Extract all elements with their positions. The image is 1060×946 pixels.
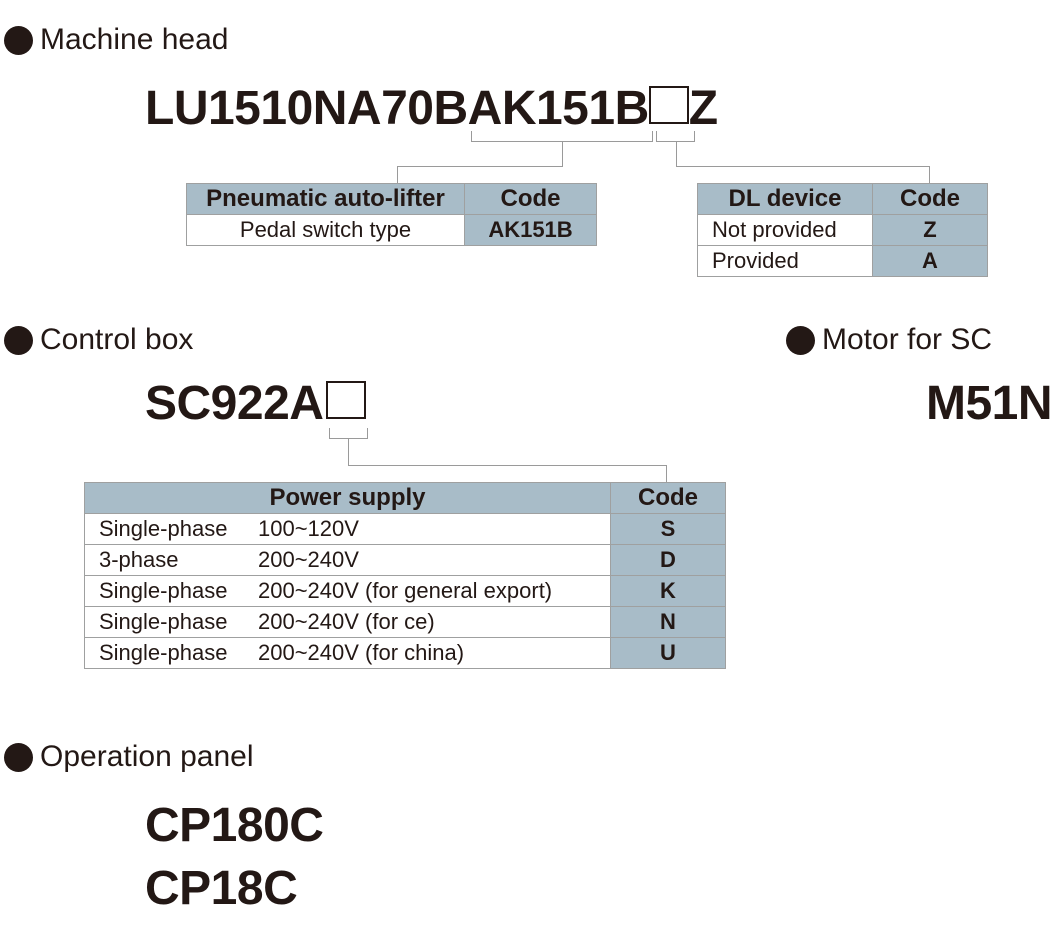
motor-heading-text: Motor for SC xyxy=(822,323,993,356)
dl-option-placeholder-box xyxy=(648,86,689,124)
machine-head-model: LU1510NA70BAK151B Z xyxy=(145,85,718,133)
dl-connector-down xyxy=(676,141,677,166)
dl-table-header-code: Code xyxy=(872,183,988,215)
power-row-label: Single-phase 100~120V xyxy=(84,513,611,545)
table-header-row: DL device Code xyxy=(697,183,988,215)
table-row: Single-phase 200~240V (for general export… xyxy=(84,575,726,607)
machine-head-model-segment: AK151B xyxy=(467,82,650,135)
motor-model: M51N xyxy=(926,377,1053,430)
dl-table: DL device Code Not provided Z Provided A xyxy=(697,183,988,277)
lifter-connector-horizontal xyxy=(397,166,563,167)
power-row-phase: Single-phase xyxy=(99,609,228,634)
machine-head-heading-text: Machine head xyxy=(40,23,229,56)
power-row-spec: 200~240V (for ce) xyxy=(258,609,435,634)
power-row-spec: 100~120V xyxy=(258,516,359,541)
dl-row-code: Z xyxy=(872,214,988,246)
operation-panel-model-2: CP18C xyxy=(145,862,298,915)
lifter-connector-down xyxy=(562,141,563,166)
lifter-table-header-label: Pneumatic auto-lifter xyxy=(186,183,465,215)
table-row: 3-phase 200~240V D xyxy=(84,544,726,576)
power-row-code: N xyxy=(610,606,726,638)
control-box-heading: Control box xyxy=(4,325,193,355)
power-row-label: Single-phase 200~240V (for ce) xyxy=(84,606,611,638)
lifter-connector-to-table xyxy=(397,166,398,183)
machine-head-model-prefix: LU1510NA70B xyxy=(145,82,468,135)
dl-table-header-label: DL device xyxy=(697,183,873,215)
power-connector-down xyxy=(348,438,349,465)
power-row-phase: Single-phase xyxy=(99,578,228,603)
bullet-icon xyxy=(4,325,33,355)
motor-heading: Motor for SC xyxy=(786,325,992,355)
power-row-spec: 200~240V xyxy=(258,547,359,572)
power-row-label: Single-phase 200~240V (for general export… xyxy=(84,575,611,607)
bullet-icon xyxy=(4,742,33,772)
operation-panel-model-1: CP180C xyxy=(145,799,324,852)
power-row-code: K xyxy=(610,575,726,607)
table-row: Single-phase 100~120V S xyxy=(84,513,726,545)
control-box-model: SC922A xyxy=(145,377,367,430)
machine-head-heading: Machine head xyxy=(4,25,228,55)
power-row-code: U xyxy=(610,637,726,669)
lifter-row-code: AK151B xyxy=(464,214,597,246)
power-row-phase: 3-phase xyxy=(99,547,179,572)
power-row-code: D xyxy=(610,544,726,576)
dl-bracket-right xyxy=(694,131,695,142)
lifter-table-header-code: Code xyxy=(464,183,597,215)
power-row-label: Single-phase 200~240V (for china) xyxy=(84,637,611,669)
table-header-row: Power supply Code xyxy=(84,482,726,514)
operation-panel-heading: Operation panel xyxy=(4,742,254,772)
table-row: Pedal switch type AK151B xyxy=(186,214,597,246)
bullet-icon xyxy=(4,25,33,55)
dl-connector-to-table xyxy=(929,166,930,183)
power-row-phase: Single-phase xyxy=(99,640,228,665)
power-row-spec: 200~240V (for general export) xyxy=(258,578,553,603)
power-connector-horizontal xyxy=(348,465,667,466)
power-row-code: S xyxy=(610,513,726,545)
lifter-bracket-right xyxy=(652,131,653,142)
power-option-placeholder-box xyxy=(326,381,367,419)
control-box-heading-text: Control box xyxy=(40,323,194,356)
power-table-header-code: Code xyxy=(610,482,726,514)
power-bracket-left xyxy=(329,428,330,439)
power-supply-table: Power supply Code Single-phase 100~120V S… xyxy=(84,482,726,669)
power-table-header-label: Power supply xyxy=(84,482,611,514)
dl-bracket-bottom xyxy=(656,141,695,142)
dl-row-label: Provided xyxy=(697,245,873,277)
operation-panel-heading-text: Operation panel xyxy=(40,740,254,773)
table-row: Single-phase 200~240V (for china) U xyxy=(84,637,726,669)
machine-head-model-suffix: Z xyxy=(688,82,718,135)
lifter-bracket-left xyxy=(471,131,472,142)
lifter-table: Pneumatic auto-lifter Code Pedal switch … xyxy=(186,183,597,246)
power-row-phase: Single-phase xyxy=(99,516,228,541)
power-row-spec: 200~240V (for china) xyxy=(258,640,465,665)
power-connector-to-table xyxy=(666,465,667,482)
dl-row-label: Not provided xyxy=(697,214,873,246)
dl-bracket-left xyxy=(656,131,657,142)
power-row-label: 3-phase 200~240V xyxy=(84,544,611,576)
table-header-row: Pneumatic auto-lifter Code xyxy=(186,183,597,215)
dl-row-code: A xyxy=(872,245,988,277)
table-row: Provided A xyxy=(697,245,988,277)
power-bracket-right xyxy=(367,428,368,439)
dl-connector-horizontal xyxy=(676,166,930,167)
table-row: Not provided Z xyxy=(697,214,988,246)
bullet-icon xyxy=(786,325,815,355)
table-row: Single-phase 200~240V (for ce) N xyxy=(84,606,726,638)
control-box-model-prefix: SC922A xyxy=(145,377,324,430)
lifter-row-label: Pedal switch type xyxy=(186,214,465,246)
